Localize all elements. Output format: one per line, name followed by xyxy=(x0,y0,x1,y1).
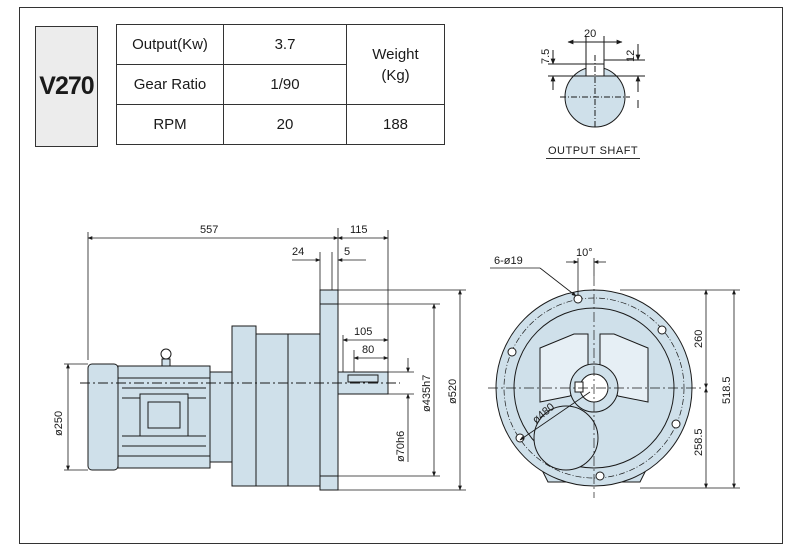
dim-top: 260 xyxy=(693,330,705,348)
output-label: Output(Kw) xyxy=(116,24,224,65)
dim-5: 5 xyxy=(344,246,350,258)
output-shaft-label: OUTPUT SHAFT xyxy=(546,145,641,159)
dim-motor-dia: ø250 xyxy=(53,411,65,436)
weight-label: Weight (Kg) xyxy=(346,24,445,105)
motor-fan-cover xyxy=(87,363,119,471)
dim-flange-dia: ø520 xyxy=(447,379,459,404)
side-view-dimensions xyxy=(64,228,466,491)
side-view xyxy=(80,289,400,491)
front-view-dimensions xyxy=(490,258,740,489)
front-key xyxy=(574,381,584,393)
dim-105: 105 xyxy=(354,326,372,338)
output-value: 3.7 xyxy=(223,24,347,65)
motor-end-housing xyxy=(209,371,233,463)
shaft-dim-right: 12 xyxy=(625,50,637,62)
bolt-hole xyxy=(657,325,667,335)
front-view xyxy=(488,276,702,498)
dim-flange: 115 xyxy=(350,224,368,236)
spec-table: Output(Kw) 3.7 Weight (Kg) Gear Ratio 1/… xyxy=(116,24,445,145)
gear-housing-small xyxy=(231,325,257,487)
output-flange xyxy=(319,289,339,491)
dim-total: 518.5 xyxy=(721,376,733,404)
dim-80: 80 xyxy=(362,344,374,356)
dim-pilot-dia: ø435h7 xyxy=(421,375,433,412)
bolt-hole xyxy=(671,419,681,429)
bolt-hole xyxy=(573,294,583,304)
drawing-frame xyxy=(19,7,783,544)
gear-ratio-value: 1/90 xyxy=(223,64,347,105)
dim-angle: 10° xyxy=(576,247,593,259)
dim-24: 24 xyxy=(292,246,304,258)
weight-label-line2: (Kg) xyxy=(381,66,410,84)
bolt-hole xyxy=(507,347,517,357)
terminal-box xyxy=(139,393,189,437)
output-shaft-detail xyxy=(548,36,645,128)
front-lower-boss xyxy=(533,405,599,471)
eye-bolt xyxy=(160,348,172,360)
dim-holes: 6-ø19 xyxy=(494,255,523,267)
dim-bottom: 258.5 xyxy=(693,428,705,456)
weight-label-line1: Weight xyxy=(372,45,419,63)
bolt-hole xyxy=(595,471,605,481)
weight-value: 188 xyxy=(346,104,445,145)
dim-shaft-dia: ø70h6 xyxy=(395,431,407,462)
dim-length: 557 xyxy=(200,224,218,236)
shaft-dim-width: 20 xyxy=(584,28,596,40)
shaft-dim-left: 7.5 xyxy=(540,49,552,64)
model-label: V270 xyxy=(35,26,98,147)
